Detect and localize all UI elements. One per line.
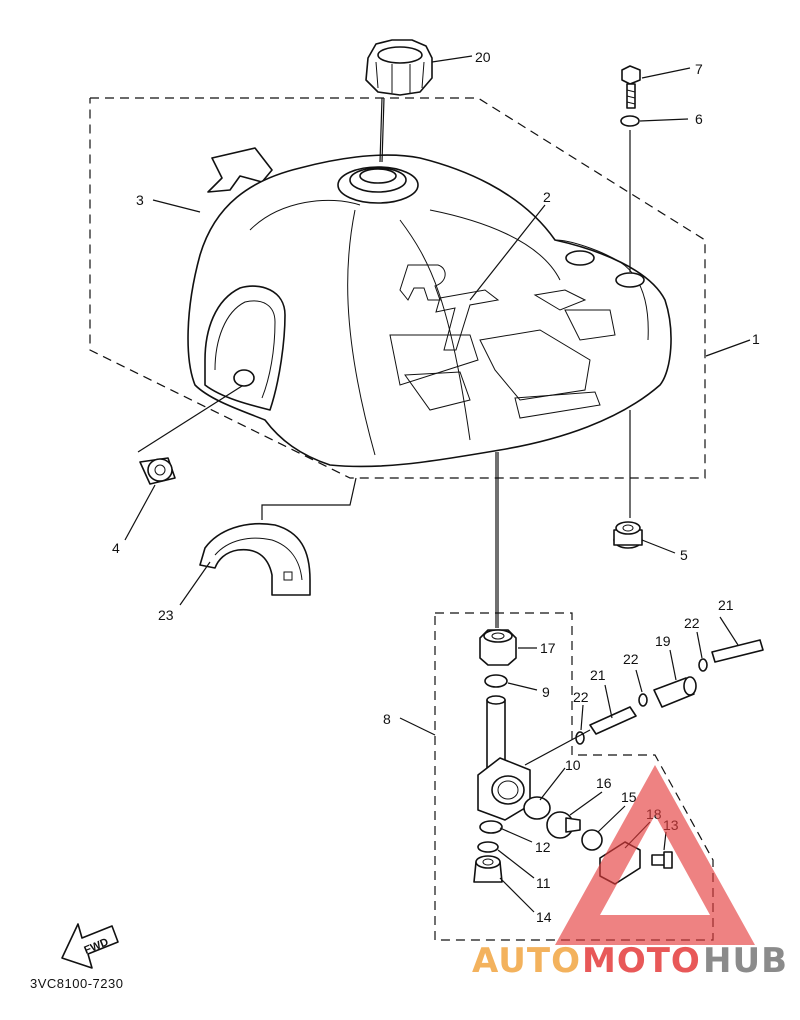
plate-screw xyxy=(651,851,673,869)
tank-band xyxy=(199,522,311,596)
part-label-23: 23 xyxy=(158,607,174,623)
watermark-brand-moto: MOTO xyxy=(582,941,701,981)
watermark-brand-auto: AUTO xyxy=(472,941,581,981)
forward-arrow-icon: FWD xyxy=(61,923,119,969)
tank-assembly-boundary xyxy=(89,97,706,479)
damper-left xyxy=(139,457,176,485)
fuel-tank xyxy=(187,147,672,468)
filler-cap xyxy=(365,39,433,96)
part-label-21b: 21 xyxy=(718,597,734,613)
wave-washer xyxy=(581,829,603,851)
cock-lever xyxy=(546,811,581,839)
part-label-6: 6 xyxy=(695,111,703,127)
part-label-16: 16 xyxy=(596,775,612,791)
part-label-22c: 22 xyxy=(684,615,700,631)
o-ring xyxy=(484,674,508,688)
part-label-4: 4 xyxy=(112,540,120,556)
part-label-12: 12 xyxy=(535,839,551,855)
hose-clip xyxy=(575,658,708,745)
automotohub-watermark: AUTO MOTO HUB xyxy=(472,765,788,981)
washer xyxy=(620,115,640,127)
fuel-cock-nut xyxy=(479,629,517,666)
cup-washer xyxy=(477,841,499,853)
fuel-filter xyxy=(653,676,697,708)
watermark-triangle-icon xyxy=(555,765,755,945)
part-label-7: 7 xyxy=(695,61,703,77)
part-label-22b: 22 xyxy=(623,651,639,667)
part-label-22a: 22 xyxy=(573,689,589,705)
drawing-code: 3VC8100-7230 xyxy=(30,976,123,991)
part-label-1: 1 xyxy=(752,331,760,347)
part-label-15: 15 xyxy=(621,789,637,805)
fuel-hose xyxy=(589,639,764,735)
part-label-11: 11 xyxy=(536,875,551,891)
part-label-8: 8 xyxy=(383,711,391,727)
part-label-3: 3 xyxy=(136,192,144,208)
part-label-5: 5 xyxy=(680,547,688,563)
fuel-cock xyxy=(477,695,531,821)
strainer xyxy=(479,820,503,834)
leader-lines xyxy=(124,55,751,913)
part-label-20: 20 xyxy=(475,49,491,65)
bolt xyxy=(621,65,641,109)
part-label-10: 10 xyxy=(565,757,581,773)
part-label-21a: 21 xyxy=(590,667,606,683)
part-label-9: 9 xyxy=(542,684,550,700)
part-label-17: 17 xyxy=(540,640,556,656)
fuel-cock-assembly-boundary xyxy=(434,612,714,941)
watermark-brand-hub: HUB xyxy=(703,941,788,981)
gasket xyxy=(523,796,551,820)
damper-rear xyxy=(613,521,643,549)
part-label-2: 2 xyxy=(543,189,551,205)
part-label-19: 19 xyxy=(655,633,671,649)
part-label-14: 14 xyxy=(536,909,552,925)
filter-cup xyxy=(473,855,503,883)
